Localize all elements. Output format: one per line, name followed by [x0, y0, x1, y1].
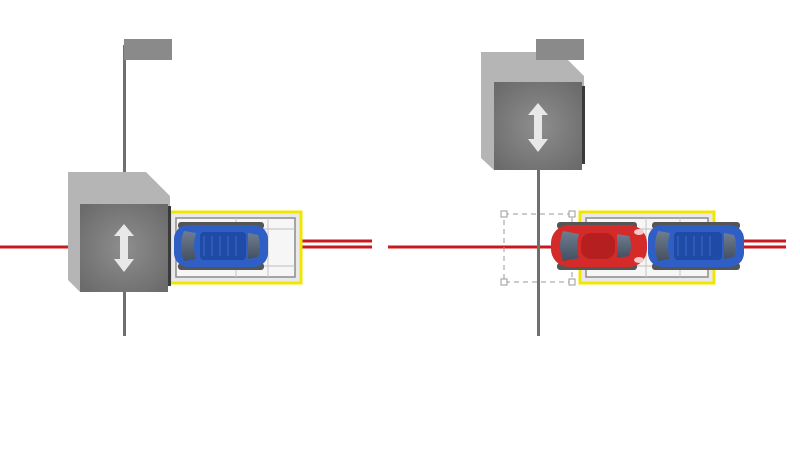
car-red [551, 222, 647, 270]
up-down-arrow-icon [528, 103, 548, 152]
up-down-arrow-icon [114, 224, 134, 272]
selection-handle [568, 210, 576, 218]
flag-left [124, 39, 172, 60]
lift-box-right [481, 39, 585, 170]
flag-right [536, 39, 584, 60]
selection-handle [568, 278, 576, 286]
selection-handle [500, 210, 508, 218]
left-panel [0, 39, 372, 336]
selection-handle [500, 278, 508, 286]
pole-right [537, 165, 540, 336]
lift-box-left [68, 172, 171, 292]
right-panel [388, 39, 786, 336]
car-blue-left [174, 222, 268, 270]
car-blue-right [648, 222, 744, 270]
